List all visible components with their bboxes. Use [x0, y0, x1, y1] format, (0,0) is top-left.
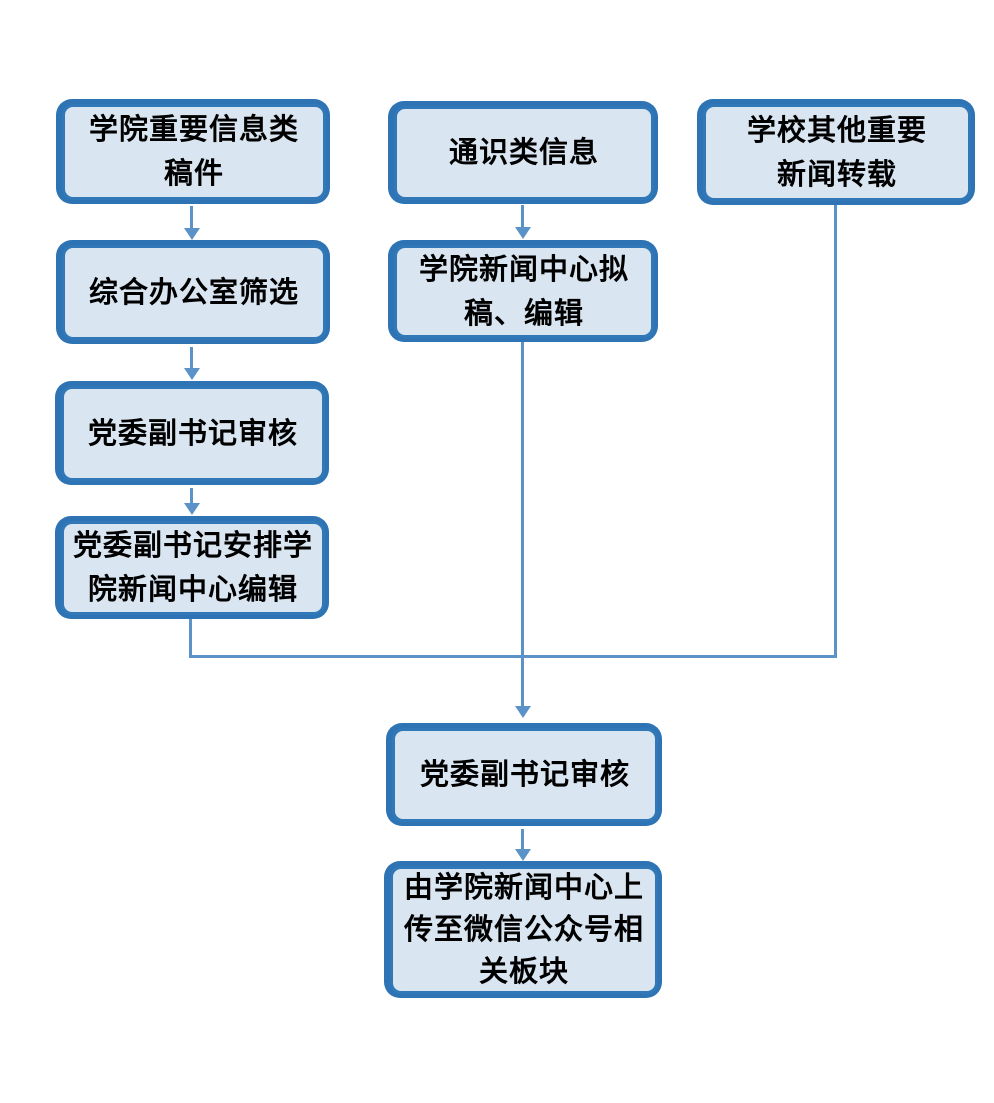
node-school-other-news: 学校其他重要 新闻转载 — [697, 99, 975, 205]
node-label: 学院新闻中心拟 稿、编辑 — [418, 253, 629, 330]
node-label: 党委副书记审核 — [87, 417, 298, 450]
node-label: 党委副书记审核 — [419, 759, 630, 791]
node-label: 综合办公室筛选 — [88, 276, 299, 309]
node-label: 由学院新闻中心上 传至微信公众号相 关板块 — [403, 872, 644, 988]
connector-school-other-news-down — [834, 204, 837, 658]
arrow-general-to-draft-icon — [521, 205, 524, 227]
node-label: 学院重要信息类 稿件 — [88, 114, 299, 190]
node-general-info: 通识类信息 — [388, 101, 658, 204]
connector-arrange-down — [189, 618, 192, 658]
node-upload-wechat: 由学院新闻中心上 传至微信公众号相 关板块 — [384, 861, 662, 998]
arrow-review-to-arrange-icon — [190, 488, 193, 503]
arrow-college-to-office-icon — [190, 206, 193, 228]
connector-merge-horizontal — [189, 655, 837, 658]
node-label: 党委副书记安排学 院新闻中心编辑 — [72, 530, 313, 606]
node-news-center-draft-edit: 学院新闻中心拟 稿、编辑 — [388, 240, 658, 342]
arrow-merge-to-review-icon — [521, 342, 524, 706]
node-college-important-info: 学院重要信息类 稿件 — [56, 99, 330, 204]
node-label: 学校其他重要 新闻转载 — [746, 114, 927, 191]
node-party-deputy-secretary-review-1: 党委副书记审核 — [55, 381, 329, 485]
arrow-review2-to-upload-icon — [521, 829, 524, 849]
node-party-deputy-secretary-arrange: 党委副书记安排学 院新闻中心编辑 — [55, 516, 329, 619]
arrow-office-to-review-icon — [190, 347, 193, 368]
node-label: 通识类信息 — [448, 137, 599, 169]
node-party-deputy-secretary-review-2: 党委副书记审核 — [386, 723, 662, 826]
node-office-screening: 综合办公室筛选 — [56, 240, 330, 344]
